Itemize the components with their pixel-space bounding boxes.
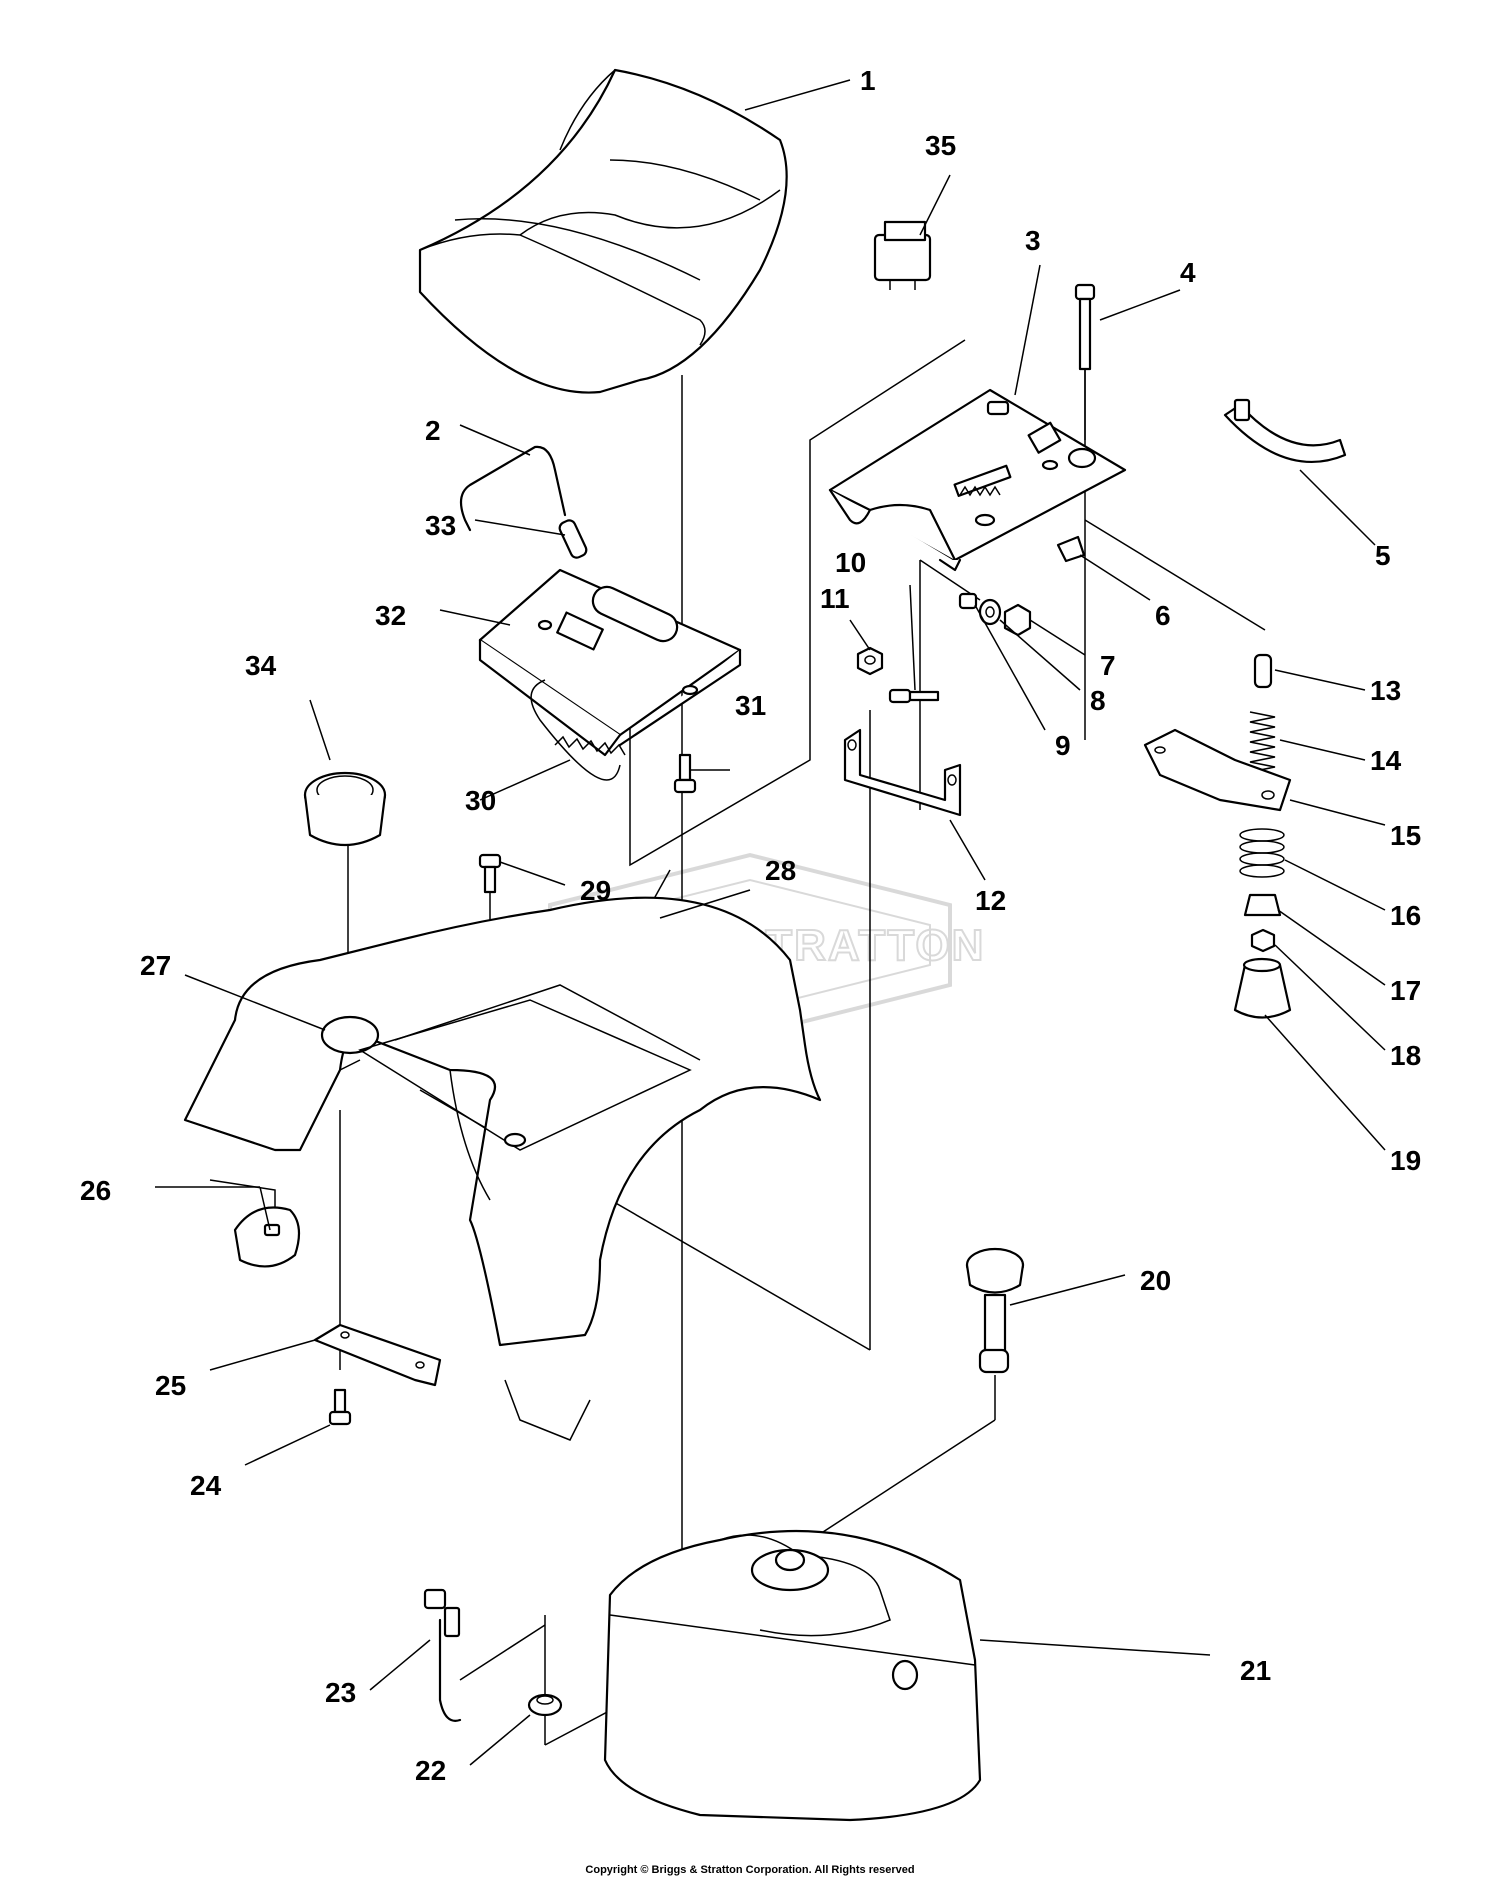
small-clip-part — [1056, 535, 1086, 563]
callout-17: 17 — [1390, 975, 1421, 1006]
pin-13-part — [1253, 653, 1273, 689]
clip-part — [1223, 398, 1347, 463]
callout-29: 29 — [580, 875, 611, 906]
screw-31-part — [673, 753, 697, 794]
callout-labels: 1 2 3 4 5 6 7 8 9 10 11 12 13 14 15 16 1… — [80, 65, 1421, 1786]
callout-18: 18 — [1390, 1040, 1421, 1071]
callout-14: 14 — [1370, 745, 1402, 776]
callout-33: 33 — [425, 510, 456, 541]
callout-9: 9 — [1055, 730, 1071, 761]
callout-32: 32 — [375, 600, 406, 631]
callout-21: 21 — [1240, 1655, 1271, 1686]
callout-26: 26 — [80, 1175, 111, 1206]
callout-22: 22 — [415, 1755, 446, 1786]
bolt-10-part — [888, 688, 940, 704]
latch-26-part — [233, 1206, 301, 1268]
plate-25-part — [313, 1323, 442, 1387]
seat-adjust-plate-part — [828, 388, 1127, 572]
slide-plate-part — [478, 568, 742, 757]
body-cover-27-part — [183, 896, 822, 1441]
callout-2: 2 — [425, 415, 441, 446]
bolt-part — [1074, 283, 1096, 440]
nut-11-part — [856, 646, 884, 676]
callout-30: 30 — [465, 785, 496, 816]
callout-1: 1 — [860, 65, 876, 96]
spring-30-part — [530, 679, 626, 781]
screw-24-part — [328, 1388, 352, 1426]
screw-29-part — [478, 853, 502, 894]
callout-25: 25 — [155, 1370, 186, 1401]
callout-6: 6 — [1155, 600, 1171, 631]
bumper-parts — [1233, 893, 1292, 1019]
spring-16-part — [1239, 828, 1285, 878]
grip-part — [558, 519, 588, 559]
callout-27: 27 — [140, 950, 171, 981]
bracket-12-part — [843, 728, 962, 817]
callout-11: 11 — [820, 583, 850, 614]
callout-5: 5 — [1375, 540, 1391, 571]
callout-13: 13 — [1370, 675, 1401, 706]
fuel-cap-20-part — [965, 1247, 1025, 1374]
callout-7: 7 — [1100, 650, 1116, 681]
callout-3: 3 — [1025, 225, 1041, 256]
callout-35: 35 — [925, 130, 956, 161]
callout-12: 12 — [975, 885, 1006, 916]
fuel-tank-21-part — [603, 1529, 982, 1822]
lever-arm-15-part — [1143, 728, 1292, 812]
knob-cover-part — [303, 771, 387, 846]
callout-31: 31 — [735, 690, 766, 721]
leader-lines — [155, 79, 1386, 1766]
callout-20: 20 — [1140, 1265, 1171, 1296]
callout-19: 19 — [1390, 1145, 1421, 1176]
callout-10: 10 — [835, 547, 866, 578]
seat-part — [418, 68, 788, 394]
callout-24: 24 — [190, 1470, 222, 1501]
grommet-22-part — [527, 1693, 563, 1717]
rod-part — [459, 445, 567, 532]
nut-washer-spacer-parts — [958, 592, 1032, 637]
callout-28: 28 — [765, 855, 796, 886]
callout-34: 34 — [245, 650, 277, 681]
seat-switch-part — [873, 220, 932, 290]
callout-23: 23 — [325, 1677, 356, 1708]
callout-16: 16 — [1390, 900, 1421, 931]
fuel-line-23-part — [423, 1588, 462, 1722]
copyright-footer: Copyright © Briggs & Stratton Corporatio… — [585, 1864, 915, 1876]
callout-15: 15 — [1390, 820, 1421, 851]
callout-4: 4 — [1180, 257, 1196, 288]
callout-8: 8 — [1090, 685, 1106, 716]
